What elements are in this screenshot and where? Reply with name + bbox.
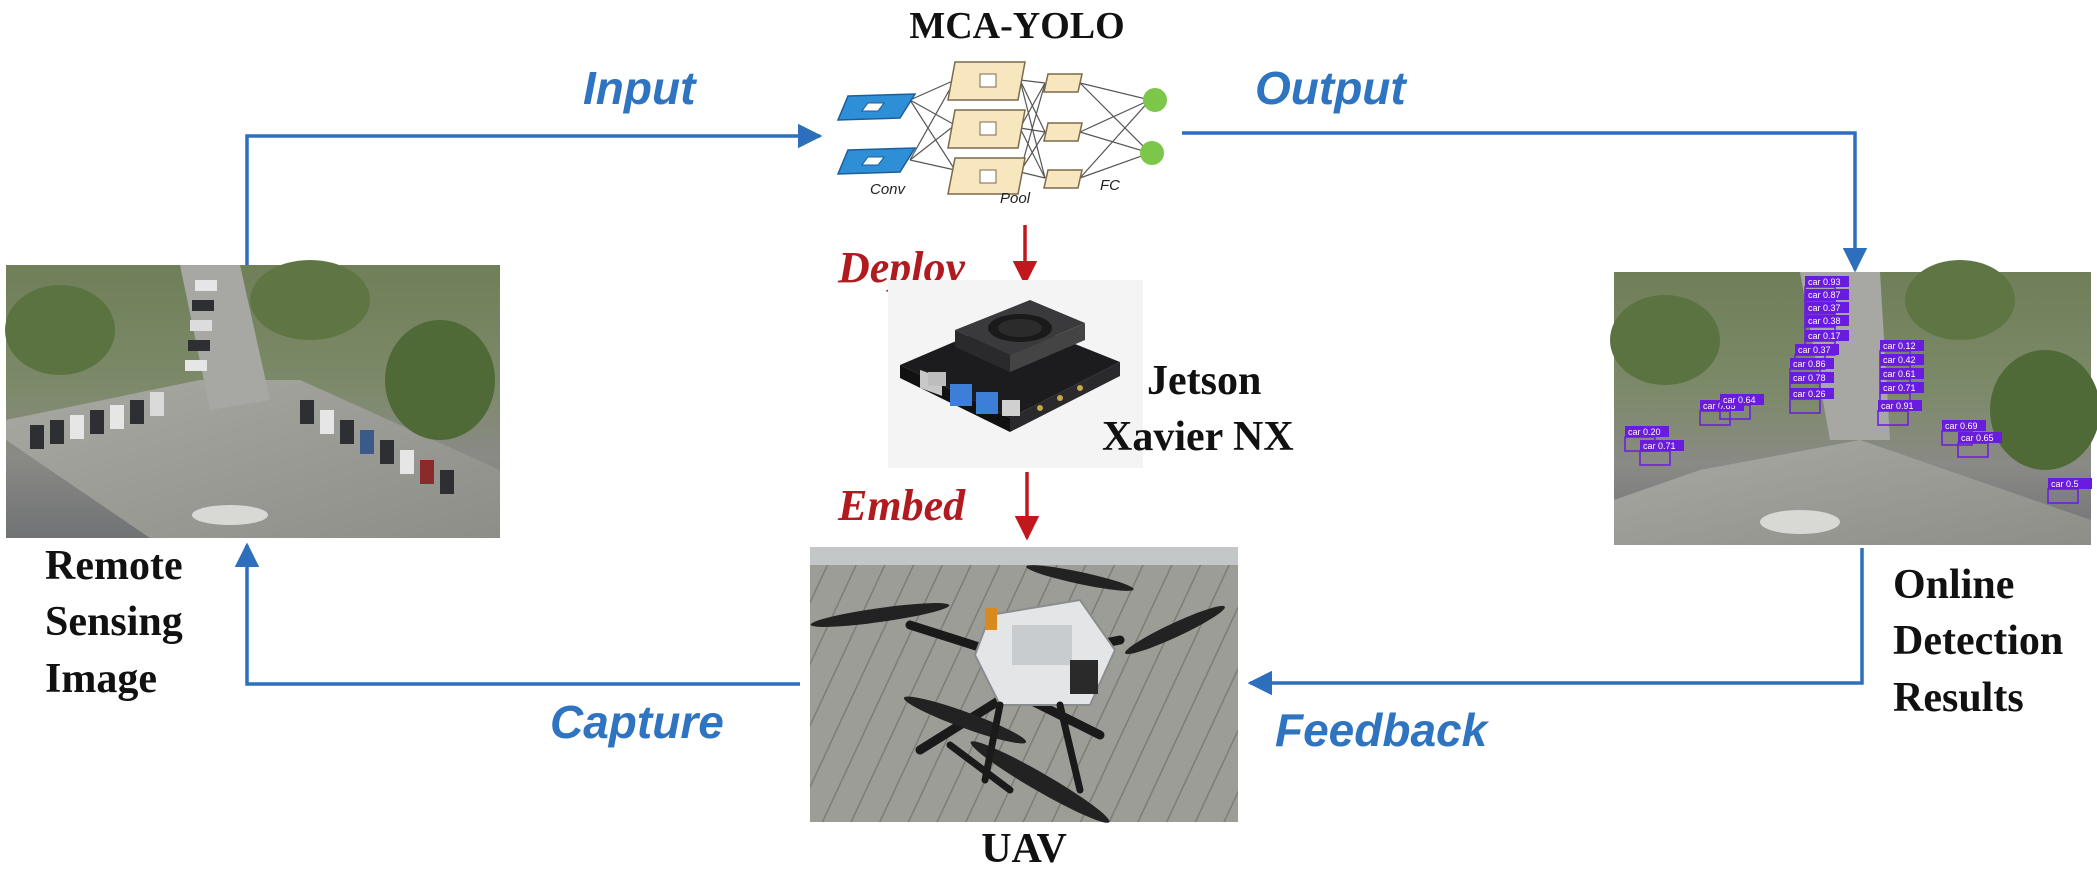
svg-text:car 0.71: car 0.71 [1883,383,1916,393]
online-label-line3: Results [1893,675,2024,721]
input-arrow [245,123,823,268]
svg-text:car 0.69: car 0.69 [1945,421,1978,431]
svg-text:car 0.38: car 0.38 [1808,316,1841,326]
uav-label: UAV [981,826,1067,870]
capture-label: Capture [550,696,724,748]
cnn-network-icon: Conv Pool FC [836,61,1167,207]
model-title: MCA-YOLO [909,5,1124,47]
detection-label: car 0.91 [1877,400,1922,426]
svg-text:car 0.37: car 0.37 [1808,303,1841,313]
remote-label-line2: Sensing [45,599,183,645]
output-label: Output [1255,62,1407,114]
svg-text:car 0.26: car 0.26 [1793,389,1826,399]
svg-text:car 0.61: car 0.61 [1883,369,1916,379]
online-label-line1: Online [1893,562,2014,608]
svg-text:car 0.93: car 0.93 [1808,277,1841,287]
svg-text:car 0.86: car 0.86 [1793,359,1826,369]
svg-text:car 0.20: car 0.20 [1628,427,1661,437]
svg-text:car 0.91: car 0.91 [1881,401,1914,411]
capture-arrow [234,542,800,686]
svg-text:car 0.17: car 0.17 [1808,331,1841,341]
detection-label: car 0.26 [1789,388,1834,414]
detection-label: car 0.5 [2047,478,2092,504]
svg-text:car 0.64: car 0.64 [1723,395,1756,405]
svg-text:car 0.78: car 0.78 [1793,373,1826,383]
uav-photo [810,547,1238,823]
remote-label-line1: Remote [45,543,183,589]
detection-boxes: car 0.93 car 0.87 car 0.37 car 0.38 car 0.17… [1624,276,2092,504]
jetson-board-image [888,280,1143,468]
jetson-label-line1: Jetson [1147,358,1261,404]
svg-text:car 0.12: car 0.12 [1883,341,1916,351]
conv-label: Conv [870,181,907,198]
svg-text:car 0.65: car 0.65 [1961,433,1994,443]
feedback-label: Feedback [1275,704,1490,756]
svg-text:car 0.87: car 0.87 [1808,290,1841,300]
svg-text:car 0.71: car 0.71 [1643,441,1676,451]
fc-node-icon [1140,141,1164,165]
output-arrow [1182,131,1868,273]
svg-text:car 0.5: car 0.5 [2051,479,2079,489]
svg-text:car 0.37: car 0.37 [1798,345,1831,355]
remote-sensing-image [5,260,500,538]
fc-label: FC [1100,177,1120,194]
detection-label: car 0.64 [1719,394,1764,420]
pool-label: Pool [1000,190,1031,207]
input-label: Input [583,62,697,114]
detection-label: car 0.65 [1957,432,2002,458]
online-label-line2: Detection [1893,618,2063,664]
jetson-label-line2: Xavier NX [1102,414,1294,460]
detection-results-image: car 0.93 car 0.87 car 0.37 car 0.38 car 0.17… [1610,260,2097,545]
embed-label: Embed [837,481,966,530]
detection-label: car 0.71 [1639,440,1684,466]
feedback-arrow [1247,548,1864,696]
remote-label-line3: Image [45,656,157,702]
fc-node-icon [1143,88,1167,112]
svg-text:car 0.42: car 0.42 [1883,355,1916,365]
